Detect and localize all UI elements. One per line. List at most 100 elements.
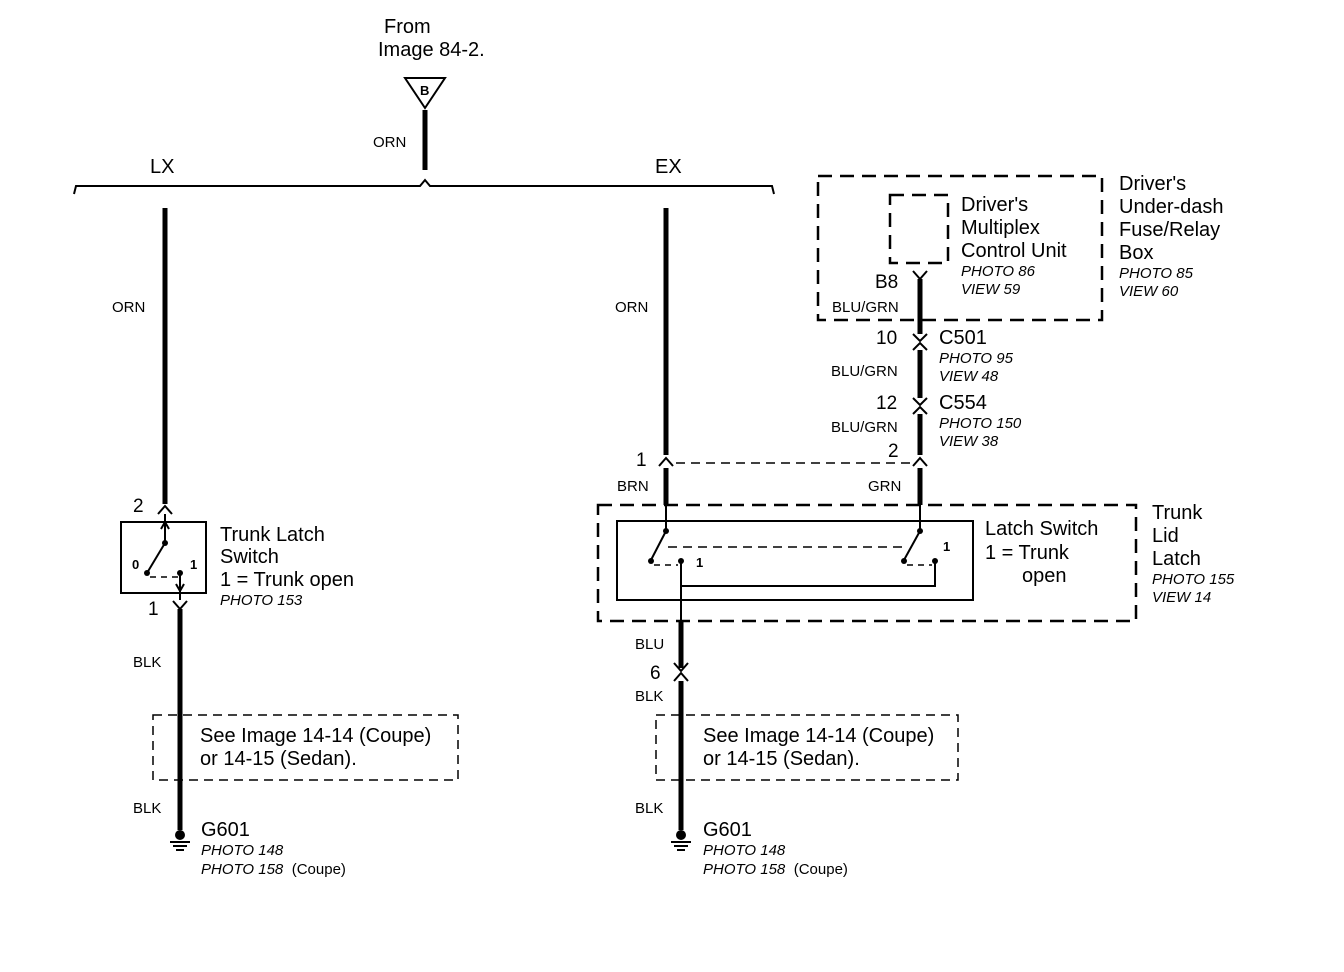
fuse-box-view: VIEW 60 [1119,283,1179,300]
ex-note-box [655,714,959,781]
trunk-lid-latch-line-3: Latch [1152,548,1201,570]
trunk-lid-latch-view: VIEW 14 [1152,589,1211,606]
multiplex-unit-view: VIEW 59 [961,281,1021,298]
lx-ground-name: G601 [201,819,250,841]
ex-brn-label: BRN [617,478,649,495]
latch-left-blade [650,530,667,561]
ex-ground-photo-2: PHOTO 158 (Coupe) [703,861,848,878]
ex-ground-photo-2-note: (Coupe) [794,861,848,878]
source-wire-label: ORN [373,134,406,151]
c501-view: VIEW 48 [939,368,999,385]
c554-connector-bottom [912,405,928,415]
source-image-label: Image 84-2. [378,39,485,61]
multiplex-unit-line-3: Control Unit [961,240,1067,262]
ex-pin6-receptacle [673,671,689,682]
ex-ground-dot [676,830,686,840]
lx-switch-name-1: Trunk Latch [220,524,325,546]
lx-switch-arrow-up [160,519,170,530]
latch-left-contact-a [648,558,654,564]
lx-switch-box [120,521,207,594]
trunk-lid-latch-line-1: Trunk [1152,502,1203,524]
c501-connector-top [912,333,928,343]
fuse-box-line-4: Box [1119,242,1153,264]
trunk-lid-latch-line-2: Lid [1152,525,1179,547]
b8-wire-label: BLU/GRN [832,299,899,316]
latch-switch-box [616,520,974,601]
latch-switch-line-1: Latch Switch [985,518,1098,540]
lx-switch-contact-0 [144,570,150,576]
lx-switch-state: 1 = Trunk open [220,569,354,591]
ex-ground-name: G601 [703,819,752,841]
lx-ground-photo-1: PHOTO 148 [201,842,284,859]
multiplex-unit-line-1: Driver's [961,194,1028,216]
trunk-lid-latch-box [596,503,1138,623]
lx-pin2-connector [157,504,173,515]
c501-connector-bottom [912,341,928,351]
c501-photo: PHOTO 95 [939,350,1014,367]
right-pin2-label: 2 [888,441,899,462]
lx-ground-photo-2: PHOTO 158 (Coupe) [201,861,346,878]
branch-ex-label: EX [655,156,682,178]
lx-orn-label: ORN [112,299,145,316]
b8-connector [912,270,928,281]
multiplex-unit-outline [888,193,950,265]
latch-right-contact-a [901,558,907,564]
fuse-box-outline [816,174,1104,322]
ex-pin6-connector [673,662,689,673]
lx-pin1-label: 1 [148,599,159,620]
ex-blu-label: BLU [635,636,664,653]
ex-pin1-label: 1 [636,450,647,471]
lx-switch-photo: PHOTO 153 [220,592,303,609]
right-grn-label: GRN [868,478,901,495]
ex-pin1-connector [658,456,674,467]
lx-ground-photo-2-text: PHOTO 158 [201,861,284,878]
latch-internal-wire [680,561,936,587]
source-from-label: From [384,16,431,38]
ex-blk-label-1: BLK [635,688,663,705]
multiplex-unit-line-2: Multiplex [961,217,1040,239]
ex-note-line-2: or 14-15 (Sedan). [703,748,860,770]
trunk-lid-latch-photo: PHOTO 155 [1152,571,1235,588]
latch-right-blade [903,530,921,561]
lx-note-line-1: See Image 14-14 (Coupe) [200,725,431,747]
latch-left-pos: 1 [696,555,703,570]
connector-b-triangle [403,77,447,110]
c554-view: VIEW 38 [939,433,999,450]
ex-blk-label-2: BLK [635,800,663,817]
ex-ground-photo-1: PHOTO 148 [703,842,786,859]
branch-lx-label: LX [150,156,174,178]
lx-blk-label-2: BLK [133,800,161,817]
ex-note-line-1: See Image 14-14 (Coupe) [703,725,934,747]
latch-switch-line-3: open [1022,565,1067,587]
branch-bracket [73,178,775,195]
latch-switch-line-2: 1 = Trunk [985,542,1070,564]
b8-label: B8 [875,272,898,293]
fuse-box-photo: PHOTO 85 [1119,265,1194,282]
lx-switch-name-2: Switch [220,546,279,568]
ex-orn-label: ORN [615,299,648,316]
fuse-box-line-3: Fuse/Relay [1119,219,1220,241]
lx-blk-label-1: BLK [133,654,161,671]
lx-ground-dot [175,830,185,840]
lx-pin1-connector [172,600,188,611]
lx-ground-photo-2-note: (Coupe) [292,861,346,878]
lx-switch-pos0: 0 [132,557,139,572]
c554-connector-top [912,397,928,407]
latch-right-pos: 1 [943,539,950,554]
lx-switch-blade [146,542,166,574]
c554-photo: PHOTO 150 [939,415,1022,432]
ex-ground-photo-2-text: PHOTO 158 [703,861,786,878]
connector-b-letter: B [420,83,429,98]
c554-name: C554 [939,392,987,414]
fuse-box-line-1: Driver's [1119,173,1186,195]
multiplex-unit-photo: PHOTO 86 [961,263,1036,280]
lx-switch-arrow-down [175,583,185,594]
lx-pin2-label: 2 [133,496,144,517]
ex-pin6-label: 6 [650,663,661,684]
lx-note-line-2: or 14-15 (Sedan). [200,748,357,770]
c501-name: C501 [939,327,987,349]
right-pin2-connector [912,456,928,467]
fuse-box-line-2: Under-dash [1119,196,1224,218]
c554-pin: 12 [876,393,897,414]
